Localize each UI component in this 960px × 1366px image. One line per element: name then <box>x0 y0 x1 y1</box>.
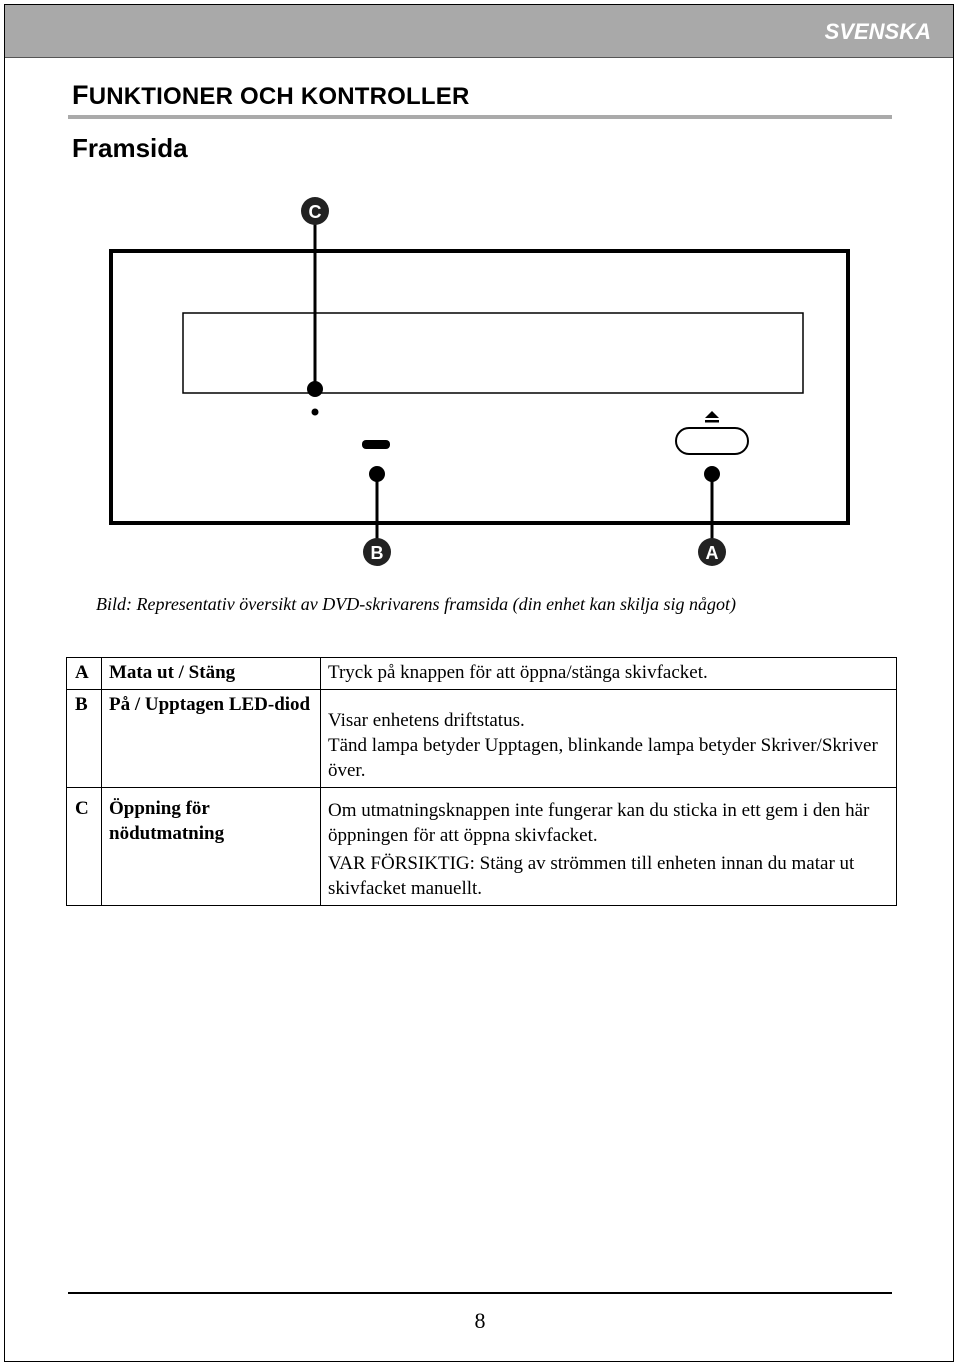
title-rule <box>68 115 892 119</box>
language-label: SVENSKA <box>824 19 931 44</box>
row-letter: C <box>66 787 102 906</box>
header-band: SVENSKA <box>5 5 953 58</box>
table-row: B På / Upptagen LED-diod Visar enhetens … <box>66 689 897 788</box>
led-indicator <box>362 440 390 449</box>
description-line: Tryck på knappen för att öppna/stänga sk… <box>328 662 708 683</box>
description-line: VAR FÖRSIKTIG: Stäng av strömmen till en… <box>328 853 855 899</box>
callout-c-label: C <box>309 202 322 222</box>
front-panel-diagram: C B A <box>109 197 850 566</box>
controls-table: A Mata ut / Stäng Tryck på knappen för a… <box>66 657 897 906</box>
page-number: 8 <box>474 1308 486 1333</box>
callout-b-label: B <box>371 543 384 563</box>
emergency-hole <box>311 408 319 416</box>
table-row: C Öppning för nödutmatning Om utmatnings… <box>66 787 897 906</box>
description-line: Tänd lampa betyder Upptagen, blinkande l… <box>328 735 878 781</box>
section-title-initial: F <box>72 80 89 110</box>
row-letter: A <box>66 657 102 690</box>
eject-button-shape <box>675 427 749 455</box>
eject-icon <box>705 411 719 423</box>
row-letter: B <box>66 689 102 788</box>
callout-c: C <box>301 197 329 397</box>
description-line: Om utmatningsknappen inte fungerar kan d… <box>328 800 870 846</box>
row-name: Öppning för nödutmatning <box>101 787 321 906</box>
figure-caption: Bild: Representativ översikt av DVD-skri… <box>96 594 737 614</box>
page-border <box>4 4 954 1362</box>
disc-tray <box>182 312 804 394</box>
description-line: Visar enhetens driftstatus. <box>328 710 525 731</box>
section-title-rest: UNKTIONER OCH KONTROLLER <box>88 83 470 110</box>
row-description: Visar enhetens driftstatus. Tänd lampa b… <box>320 689 897 788</box>
row-name: Mata ut / Stäng <box>101 657 321 690</box>
row-description: Om utmatningsknappen inte fungerar kan d… <box>320 787 897 906</box>
row-description: Tryck på knappen för att öppna/stänga sk… <box>320 657 897 690</box>
subtitle: Framsida <box>72 133 188 163</box>
row-name: På / Upptagen LED-diod <box>101 689 321 788</box>
footer-rule <box>68 1292 892 1294</box>
callout-a-label: A <box>706 543 719 563</box>
callout-b: B <box>363 466 391 566</box>
section-title: FUNKTIONER OCH KONTROLLER <box>72 80 470 111</box>
table-row: A Mata ut / Stäng Tryck på knappen för a… <box>66 657 897 690</box>
callout-a: A <box>698 466 726 566</box>
